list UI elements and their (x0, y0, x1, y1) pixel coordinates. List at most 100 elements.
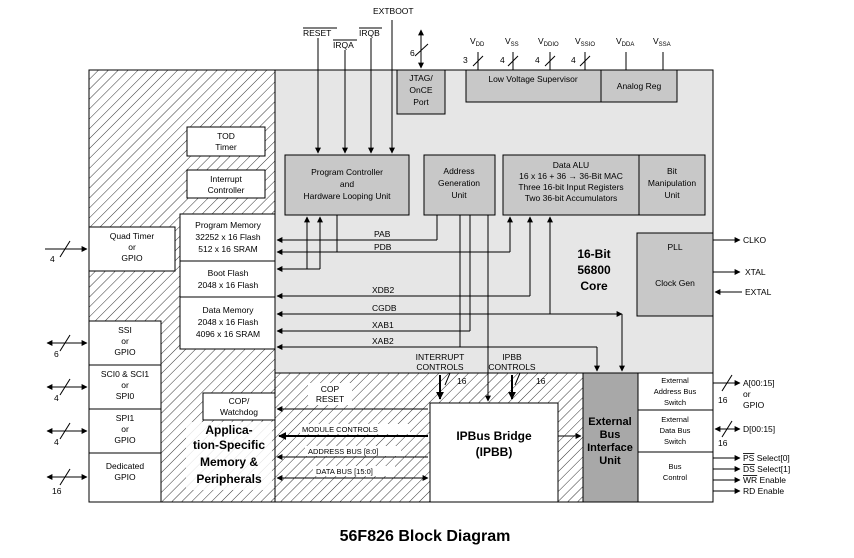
vss-label: VSS (505, 36, 519, 48)
xtal-pin-label: XTAL (745, 267, 766, 277)
bit-manip-label-1: Bit (667, 166, 678, 176)
interrupt-controller-block: Interrupt Controller (186, 169, 266, 199)
bit-manipulation-block: Bit Manipulation Unit (638, 154, 706, 216)
edbs-label-2: Data Bus (660, 426, 691, 435)
program-controller-label-1: Program Controller (311, 167, 383, 177)
vdd-count: 3 (463, 55, 468, 65)
interrupt-controls-label-2: CONTROLS (416, 362, 464, 372)
jtag-once-block: JTAG/ OnCE Port (396, 69, 446, 115)
program-memory-label-3: 512 x 16 SRAM (198, 244, 258, 254)
bus-control-label-2: Control (663, 473, 688, 482)
ssi-count: 6 (54, 349, 59, 359)
boot-flash-label-2: 2048 x 16 Flash (198, 280, 259, 290)
data-alu-label-2: 16 x 16 + 36 → 36-Bit MAC (519, 171, 623, 181)
bit-manip-label-2: Manipulation (648, 178, 696, 188)
jtag-label-3: Port (413, 97, 429, 107)
ssi-label-1: SSI (118, 325, 132, 335)
extboot-pin-label: EXTBOOT (373, 6, 414, 16)
cop-reset-label-1: COP (321, 384, 340, 394)
quad-timer-label-3: GPIO (121, 253, 143, 263)
eabs-label-1: External (661, 376, 689, 385)
irqa-pin-label: IRQA (333, 40, 354, 50)
cop-watchdog-label-2: Watchdog (220, 407, 258, 417)
core-label-3: Core (580, 279, 608, 293)
jtag-label-2: OnCE (409, 85, 432, 95)
ebi-label-4: Unit (599, 455, 621, 467)
address-generation-unit-block: Address Generation Unit (423, 154, 496, 216)
spi1-block: SPI1 or GPIO (88, 408, 162, 454)
xab2-label: XAB2 (372, 336, 394, 346)
data-alu-label-1: Data ALU (553, 160, 589, 170)
tod-timer-block: TOD Timer (186, 126, 266, 157)
external-address-bus-switch-block: External Address Bus Switch (637, 372, 714, 411)
external-data-bus-switch-block: External Data Bus Switch (637, 409, 714, 453)
data-bus-label: DATA BUS [15:0] (316, 467, 373, 476)
vddio-label: VDDIO (538, 36, 559, 48)
external-bus-interface-block: External Bus Interface Unit (582, 372, 639, 503)
ipbus-bridge-label-1: IPBus Bridge (456, 429, 532, 443)
vdd-label: VDD (470, 36, 485, 48)
ssi-label-3: GPIO (114, 347, 136, 357)
clko-pin-label: CLKO (743, 235, 767, 245)
ipbus-bridge-label-2: (IPBB) (476, 445, 513, 459)
quad-timer-label-1: Quad Timer (110, 231, 155, 241)
analog-reg-block: Analog Reg (600, 69, 678, 103)
reset-pin-label: RESET (303, 28, 331, 38)
sci-label-2: or (121, 380, 129, 390)
xdb2-label: XDB2 (372, 285, 394, 295)
agu-label-2: Generation (438, 178, 480, 188)
data-alu-label-4: Two 36-bit Accumulators (525, 193, 618, 203)
d-bus-label: D[00:15] (743, 424, 775, 434)
jtag-label-1: JTAG/ (409, 73, 433, 83)
interrupt-controller-label-2: Controller (208, 185, 245, 195)
app-specific-line-4: Peripherals (196, 472, 262, 486)
eabs-label-3: Switch (664, 398, 686, 407)
wr-enable-label: WR Enable (743, 475, 786, 485)
a-bus-label-1: A[00:15] (743, 378, 775, 388)
vssa-label: VSSA (653, 36, 671, 48)
spi1-label-2: or (121, 424, 129, 434)
program-memory-label-1: Program Memory (195, 220, 261, 230)
irqb-pin-label: IRQB (359, 28, 380, 38)
sci-label-1: SCI0 & SCI1 (101, 369, 149, 379)
left-pins: 4 6 4 4 16 (45, 240, 88, 496)
analog-reg-label: Analog Reg (617, 81, 662, 91)
quad-timer-label-2: or (128, 242, 136, 252)
edbs-label-3: Switch (664, 437, 686, 446)
sci-label-3: SPI0 (116, 391, 135, 401)
agu-label-3: Unit (451, 190, 467, 200)
a-bus-label-2: or (743, 389, 751, 399)
interrupt-controller-label-1: Interrupt (210, 174, 242, 184)
pll-block: PLL Clock Gen (636, 232, 714, 317)
low-voltage-supervisor-block: Low Voltage Supervisor (465, 69, 602, 103)
sci-block: SCI0 & SCI1 or SPI0 (88, 364, 162, 410)
top-pins: EXTBOOT RESET IRQA IRQB 6 VDD 3 VSS 4 VD… (303, 6, 671, 154)
a-bus-label-3: GPIO (743, 400, 765, 410)
spi1-label-1: SPI1 (116, 413, 135, 423)
spi1-count: 4 (54, 437, 59, 447)
ipbus-bridge-block: IPBus Bridge (IPBB) (429, 402, 559, 503)
bus-control-label-1: Bus (669, 462, 682, 471)
data-memory-label-3: 4096 x 16 SRAM (196, 329, 260, 339)
boot-flash-block: Boot Flash 2048 x 16 Flash (179, 260, 276, 298)
spi1-label-3: GPIO (114, 435, 136, 445)
eabs-label-2: Address Bus (654, 387, 697, 396)
vss-count: 4 (500, 55, 505, 65)
xab1-label: XAB1 (372, 320, 394, 330)
data-alu-label-3: Three 16-bit Input Registers (518, 182, 623, 192)
interrupt-controls-label-1: INTERRUPT (416, 352, 465, 362)
ebi-label-3: Interface (587, 442, 633, 454)
app-specific-line-2: tion-Specific (193, 438, 265, 452)
quad-timer-count: 4 (50, 254, 55, 264)
program-memory-block: Program Memory 32252 x 16 Flash 512 x 16… (179, 213, 276, 262)
interrupt-count: 16 (457, 376, 467, 386)
ssi-block: SSI or GPIO (88, 320, 162, 366)
lvs-label: Low Voltage Supervisor (488, 74, 577, 84)
cgdb-label: CGDB (372, 303, 397, 313)
dedicated-gpio-label-1: Dedicated (106, 461, 145, 471)
core-label-1: 16-Bit (577, 247, 610, 261)
rd-enable-label: RD Enable (743, 486, 784, 496)
gpio-count: 16 (52, 486, 62, 496)
pab-label: PAB (374, 229, 391, 239)
